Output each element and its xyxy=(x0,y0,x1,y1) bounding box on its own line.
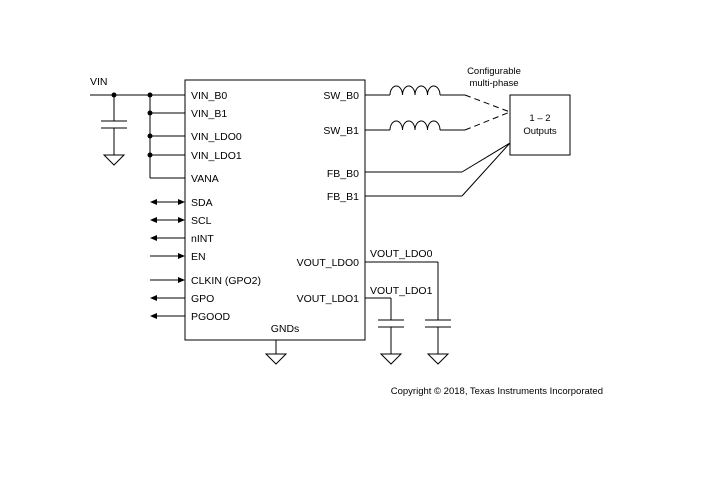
vin-label: VIN xyxy=(90,76,108,88)
pin-fb-b1: FB_B1 xyxy=(327,191,359,203)
pin-fb-b0: FB_B0 xyxy=(327,168,359,180)
pin-sw-b1: SW_B1 xyxy=(323,125,359,137)
pin-vin-b0: VIN_B0 xyxy=(191,90,227,102)
pin-pgood: PGOOD xyxy=(191,311,231,323)
input-capacitor xyxy=(101,95,127,155)
nint-arrow-icon xyxy=(150,235,185,241)
sda-arrow-icon xyxy=(150,199,185,205)
left-pin-labels: VIN_B0 VIN_B1 VIN_LDO0 VIN_LDO1 VANA SDA… xyxy=(191,90,261,323)
inductor-l0 xyxy=(365,85,465,96)
pin-vout-ldo0: VOUT_LDO0 xyxy=(297,257,360,269)
pin-sda: SDA xyxy=(191,197,213,209)
scl-arrow-icon xyxy=(150,217,185,223)
multiphase-dashed-links xyxy=(464,94,511,131)
pin-sw-b0: SW_B0 xyxy=(323,90,359,102)
gnds-label: GNDs xyxy=(271,323,300,335)
pin-gpo: GPO xyxy=(191,293,214,305)
input-ground-icon xyxy=(102,154,126,166)
inductor-l1 xyxy=(365,120,465,131)
ldo0-ground-icon xyxy=(426,353,450,365)
pmic-chip xyxy=(184,79,366,341)
ldo0-output xyxy=(365,261,451,354)
pin-vin-b1: VIN_B1 xyxy=(191,108,227,120)
phase-note-line2: multi-phase xyxy=(469,78,518,89)
ldo1-net-label: VOUT_LDO1 xyxy=(370,285,433,297)
vin-bus xyxy=(147,95,185,179)
pin-vana: VANA xyxy=(191,173,219,185)
outputs-box xyxy=(509,94,571,156)
outputs-box-line2: Outputs xyxy=(523,126,557,137)
phase-note-line1: Configurable xyxy=(467,66,521,77)
right-pin-labels: SW_B0 SW_B1 FB_B0 FB_B1 VOUT_LDO0 VOUT_L… xyxy=(297,90,360,305)
chip-ground-icon xyxy=(264,353,288,365)
pin-nint: nINT xyxy=(191,233,214,245)
pin-vin-ldo1: VIN_LDO1 xyxy=(191,150,242,162)
clkin-arrow-icon xyxy=(150,277,185,283)
pin-en: EN xyxy=(191,251,206,263)
ldo1-ground-icon xyxy=(379,353,403,365)
outputs-box-line1: 1 – 2 xyxy=(529,113,550,124)
feedback-lines xyxy=(365,142,511,197)
gpo-arrow-icon xyxy=(150,295,185,301)
ldo0-net-label: VOUT_LDO0 xyxy=(370,248,433,260)
pin-scl: SCL xyxy=(191,215,212,227)
en-arrow-icon xyxy=(150,253,185,259)
ldo1-output xyxy=(365,297,404,354)
pgood-arrow-icon xyxy=(150,313,185,319)
pin-vout-ldo1: VOUT_LDO1 xyxy=(297,293,360,305)
copyright-text: Copyright © 2018, Texas Instruments Inco… xyxy=(391,386,603,397)
pin-clkin: CLKIN (GPO2) xyxy=(191,275,261,287)
pin-vin-ldo0: VIN_LDO0 xyxy=(191,131,242,143)
